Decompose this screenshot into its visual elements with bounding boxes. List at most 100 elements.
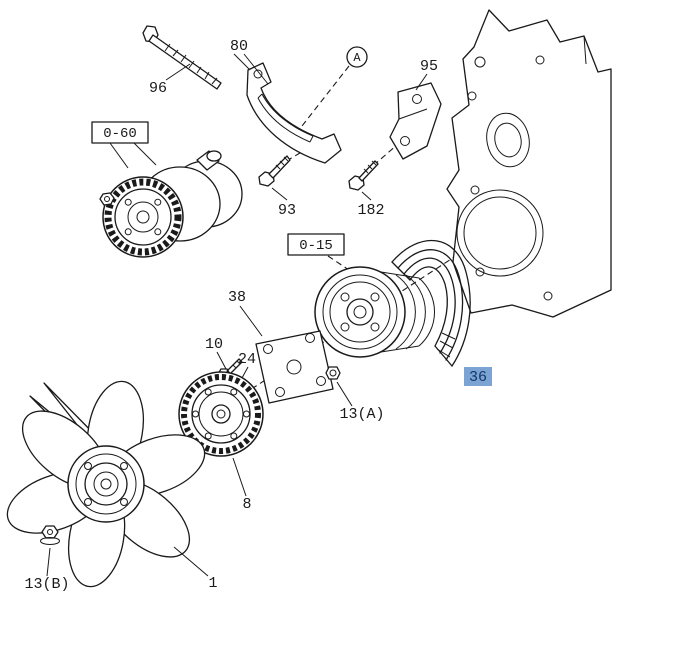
fan-bolt-hole (84, 498, 92, 506)
bracket80-slot-edge (261, 93, 314, 137)
callout-36[interactable]: 36 (469, 369, 487, 386)
clutch-bolt-hole (243, 410, 250, 418)
bolt182-thread (367, 164, 373, 170)
belt-rib-line (403, 257, 456, 354)
bolt96-thread (188, 60, 195, 69)
leader-13b (46, 547, 51, 577)
callout-80[interactable]: 80 (230, 38, 248, 55)
nut13b-flange (40, 537, 60, 545)
pump-bolt-hole (124, 198, 132, 206)
view-a-circle (346, 46, 368, 68)
pump-bolt-hole (154, 228, 162, 236)
fan-clutch (178, 371, 264, 457)
bracket95-outline (389, 82, 442, 160)
pump-gear-ring (127, 201, 159, 233)
pulley-face-ring (322, 274, 398, 350)
leader-182 (361, 191, 372, 201)
clutch-bolt-hole (230, 432, 238, 440)
belt-rib-line (397, 249, 464, 361)
ref-box-0-60[interactable]: 0-60 (91, 121, 157, 169)
engine-block-bore-upper (486, 112, 530, 168)
fan-hub-inner (84, 462, 128, 506)
callout-24[interactable]: 24 (238, 351, 256, 368)
callout-8[interactable]: 8 (242, 496, 251, 513)
leader-1 (173, 546, 209, 577)
fan-center-hole (100, 478, 112, 490)
bolt182-thread (371, 160, 377, 166)
view-a-letter: A (353, 51, 361, 65)
bolt93-thread (279, 160, 285, 166)
pulley-center-hole (353, 305, 367, 319)
engine-block-bore-large (456, 189, 544, 277)
cooling-fan (6, 380, 206, 588)
clutch-center-hole (216, 409, 226, 419)
bolt-182 (348, 160, 379, 191)
fan-bolt-hole (120, 498, 128, 506)
belt-end-hatch (441, 332, 456, 340)
pump-center-hole (136, 210, 150, 224)
engine-block-hole (474, 56, 486, 68)
callout-36-highlight-bg[interactable] (464, 367, 492, 386)
callout-13b[interactable]: 13(B) (24, 576, 69, 593)
fan-bolt-hole (84, 462, 92, 470)
belt-end-hatch (439, 340, 454, 349)
callout-1[interactable]: 1 (208, 575, 217, 592)
plate-center-hole (286, 359, 302, 375)
clutch-bolt-hole (230, 388, 238, 396)
callout-96[interactable]: 96 (149, 80, 167, 97)
clutch-bolt-hole (192, 410, 199, 418)
bracket95-bend-line (398, 108, 428, 120)
callout-38[interactable]: 38 (228, 289, 246, 306)
bracket80-slot-end (309, 135, 314, 143)
leader-24 (241, 366, 249, 379)
clutch-bolt-hole (204, 388, 212, 396)
engine-block-edge-line (583, 35, 587, 65)
plate-outline (255, 330, 334, 404)
clutch-fins-ring (181, 374, 261, 454)
pump-gear-teeth-ring (104, 178, 182, 256)
spacer-plate (255, 330, 334, 404)
pump-bolt-hole (124, 228, 132, 236)
callout-10[interactable]: 10 (205, 336, 223, 353)
pulley-bolt-hole (370, 292, 380, 302)
ref-0-60-box[interactable] (91, 121, 149, 144)
nut13b-hex (41, 525, 59, 539)
leader-93 (271, 187, 288, 201)
pulley-bolt-hole (340, 292, 350, 302)
leader-13a (336, 381, 353, 407)
pulley-groove-ridge (405, 274, 426, 350)
callout-95[interactable]: 95 (420, 58, 438, 75)
nut-13a (325, 366, 341, 380)
view-a-marker: A (346, 46, 368, 68)
clutch-hub (211, 404, 231, 424)
bracket-80 (246, 62, 342, 164)
bracket80-outline (246, 62, 342, 164)
bolt93-thread (275, 164, 281, 170)
bolt-93 (258, 155, 291, 187)
engine-block-hole (543, 291, 553, 301)
nut13b-hole (47, 529, 53, 535)
pump-gear-face (114, 188, 172, 246)
nut-13b (40, 525, 60, 545)
callout-182[interactable]: 182 (357, 202, 384, 219)
ref-0-15-box[interactable] (287, 233, 345, 256)
callout-13a[interactable]: 13(A) (339, 406, 384, 423)
bolt182-dash-line (365, 143, 399, 173)
ref-0-60-leader (109, 142, 129, 169)
bolt96-thread (172, 49, 179, 57)
bolt-96 (142, 25, 222, 90)
pulley-bottom-edge (380, 345, 420, 353)
bracket95-hole (412, 94, 422, 104)
bolt96-thread (204, 71, 210, 80)
callout-93[interactable]: 93 (278, 202, 296, 219)
fan-hub-ring (75, 453, 137, 515)
belt-rib-line (391, 239, 471, 367)
fan-hub-ring (93, 471, 119, 497)
pump-assembly (99, 150, 243, 258)
plate-hole (316, 376, 326, 386)
ref-box-0-15[interactable]: 0-15 (287, 233, 345, 256)
ref-0-60-label[interactable]: 0-60 (103, 126, 137, 142)
ref-0-15-label[interactable]: 0-15 (299, 238, 333, 254)
callout-36-highlighted[interactable]: 36 (464, 367, 492, 386)
